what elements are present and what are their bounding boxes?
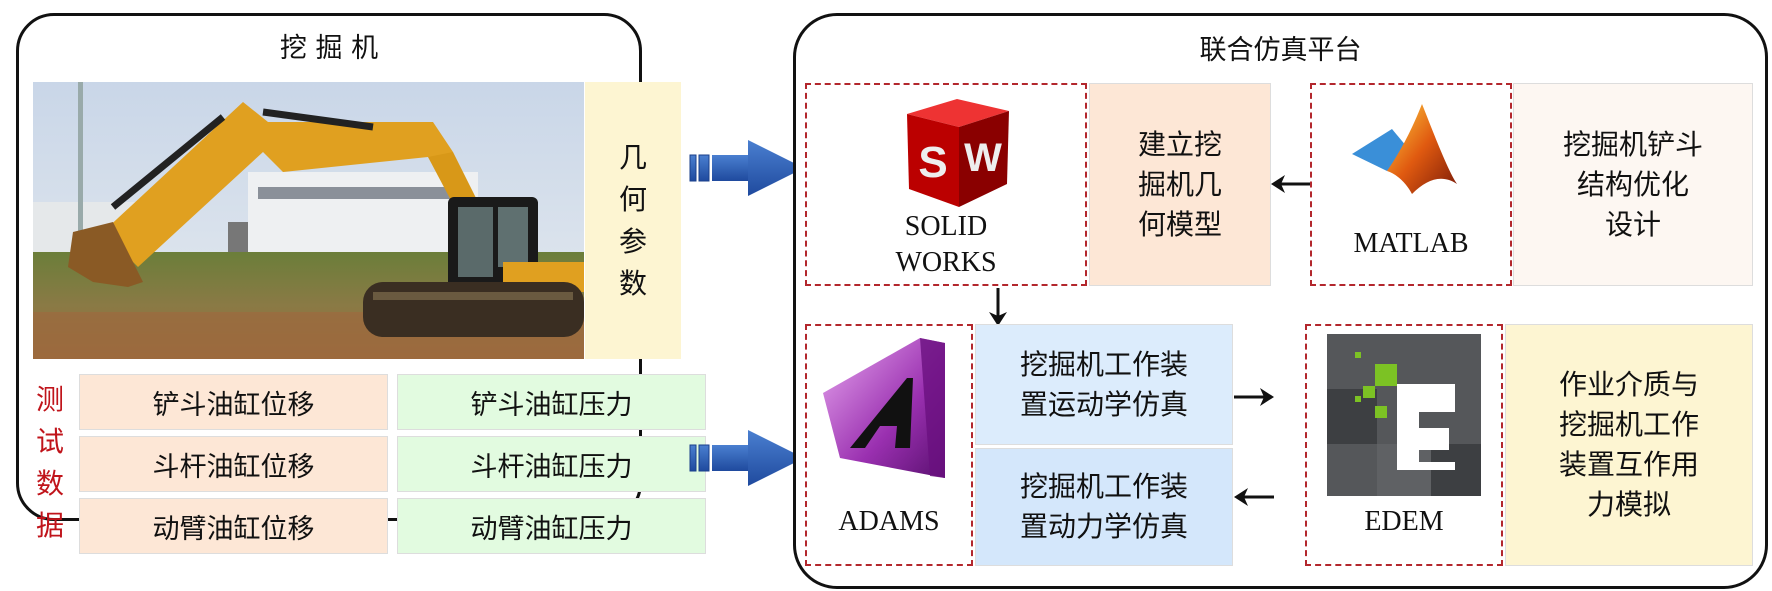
kinematics-sim-box: 挖掘机工作装 置运动学仿真 [975, 324, 1233, 445]
excavator-panel-title: 挖 掘 机 [279, 33, 379, 64]
test-data-char: 试 [35, 425, 64, 458]
desc-line: 置动力学仿真 [1019, 510, 1188, 543]
bucket-cylinder-displacement: 铲斗油缸位移 [79, 374, 388, 430]
desc-line: 挖掘机工作 [1558, 408, 1699, 441]
desc-line: 何模型 [1137, 207, 1222, 241]
geometry-arrow-icon [689, 140, 804, 196]
arrow-left-icon [1271, 175, 1311, 193]
matlab-logo-icon [1352, 104, 1457, 194]
adams-label: ADAMS [838, 506, 940, 537]
geometry-char: 参 [618, 224, 647, 258]
desc-line: 置运动学仿真 [1019, 387, 1188, 421]
dynamics-sim-box: 挖掘机工作装 置动力学仿真 [975, 448, 1233, 566]
excavator-photo [33, 82, 584, 359]
bucket-cylinder-pressure: 铲斗油缸压力 [397, 374, 706, 430]
cosimulation-panel-title: 联合仿真平台 [1199, 35, 1362, 66]
stick-cylinder-pressure: 斗杆油缸压力 [397, 436, 706, 492]
boom-cylinder-pressure: 动臂油缸压力 [397, 498, 706, 554]
edem-box: EDEM [1305, 324, 1503, 566]
svg-text:S: S [918, 138, 947, 187]
boom-cylinder-displacement: 动臂油缸位移 [79, 498, 388, 554]
desc-line: 建立挖 [1137, 127, 1222, 161]
desc-line: 力模拟 [1586, 488, 1671, 521]
desc-line: 结构优化 [1576, 167, 1689, 201]
edem-label: EDEM [1364, 506, 1444, 537]
medium-interaction-box: 作业介质与 挖掘机工作 装置互作用 力模拟 [1505, 324, 1753, 566]
test-data-arrow-icon [689, 430, 804, 486]
solidworks-box: S W SOLID WORKS [805, 83, 1087, 286]
build-geometry-model-box: 建立挖 掘机几 何模型 [1089, 83, 1271, 286]
geometry-char: 何 [618, 182, 647, 216]
desc-line: 设计 [1604, 207, 1661, 241]
matlab-label: MATLAB [1353, 228, 1469, 259]
desc-line: 掘机几 [1137, 167, 1222, 201]
desc-line: 作业介质与 [1558, 368, 1699, 401]
arrow-left-icon [1234, 488, 1274, 506]
test-data-char: 测 [35, 383, 64, 416]
svg-text:W: W [964, 136, 1002, 180]
arrow-down-icon [989, 288, 1007, 326]
arrow-right-icon [1234, 388, 1274, 406]
test-data-char: 数 [35, 467, 64, 500]
bucket-optimization-box: 挖掘机铲斗 结构优化 设计 [1513, 83, 1753, 286]
desc-line: 挖掘机工作装 [1019, 347, 1188, 381]
adams-logo-icon [823, 338, 945, 478]
stick-cylinder-displacement: 斗杆油缸位移 [79, 436, 388, 492]
solidworks-logo-icon: S W [907, 99, 1009, 207]
desc-line: 挖掘机铲斗 [1562, 127, 1703, 161]
geometry-params-box: 几 何 参 数 [585, 82, 681, 359]
desc-line: 装置互作用 [1558, 448, 1699, 481]
desc-line: 挖掘机工作装 [1019, 470, 1188, 503]
solidworks-label-line1: SOLID [904, 211, 988, 242]
solidworks-label-line2: WORKS [895, 247, 997, 278]
geometry-char: 数 [618, 266, 647, 300]
test-data-label: 测 试 数 据 [30, 378, 70, 548]
matlab-box: MATLAB [1310, 83, 1512, 286]
geometry-char: 几 [618, 140, 647, 174]
adams-box: ADAMS [805, 324, 973, 566]
edem-logo-icon [1327, 334, 1481, 496]
test-data-char: 据 [35, 509, 64, 542]
